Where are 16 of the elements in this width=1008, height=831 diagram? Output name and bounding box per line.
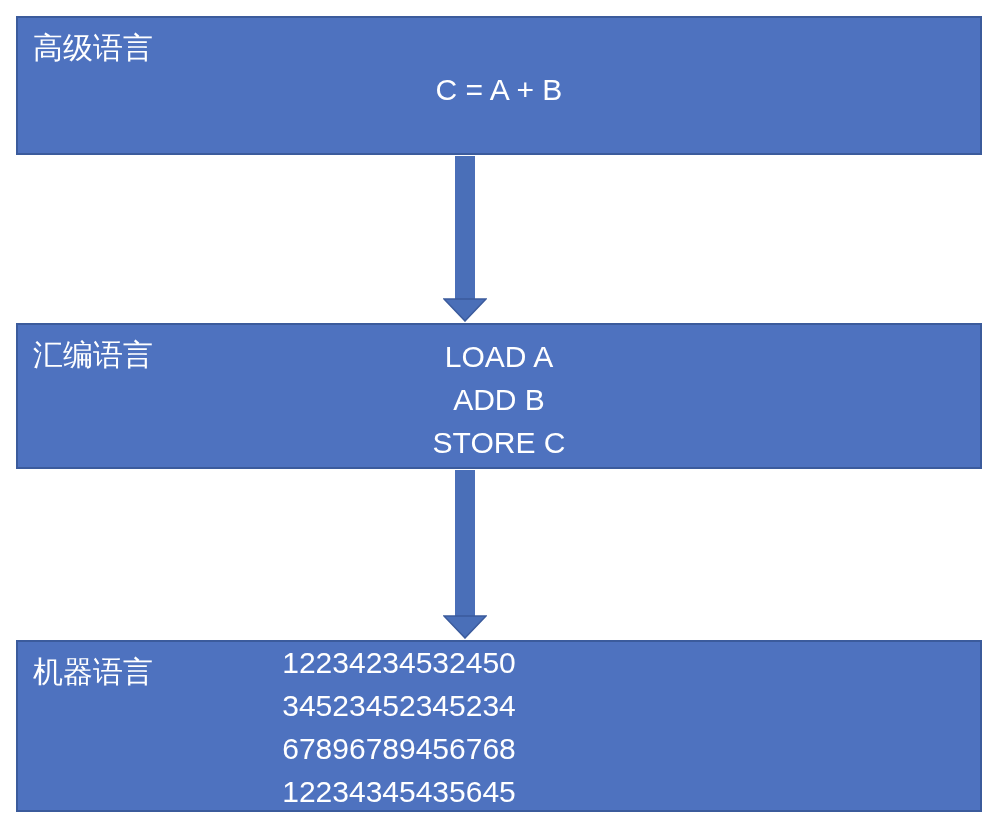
code-line: 12234345435645	[282, 774, 516, 810]
level-box	[16, 640, 982, 812]
box-heading: 机器语言	[33, 653, 153, 691]
code-line: 12234234532450	[282, 645, 516, 681]
code-line: 34523452345234	[282, 688, 516, 724]
code-line: C = A + B	[435, 72, 563, 108]
block-arrow	[443, 156, 487, 322]
level-box	[16, 323, 982, 469]
block-arrow	[443, 470, 487, 639]
code-line: 67896789456768	[282, 731, 516, 767]
level-box	[16, 16, 982, 155]
code-line: ADD B	[453, 382, 545, 418]
box-heading: 高级语言	[33, 29, 153, 67]
box-heading: 汇编语言	[33, 336, 153, 374]
code-line: LOAD A	[444, 339, 554, 375]
code-line: STORE C	[432, 425, 566, 461]
